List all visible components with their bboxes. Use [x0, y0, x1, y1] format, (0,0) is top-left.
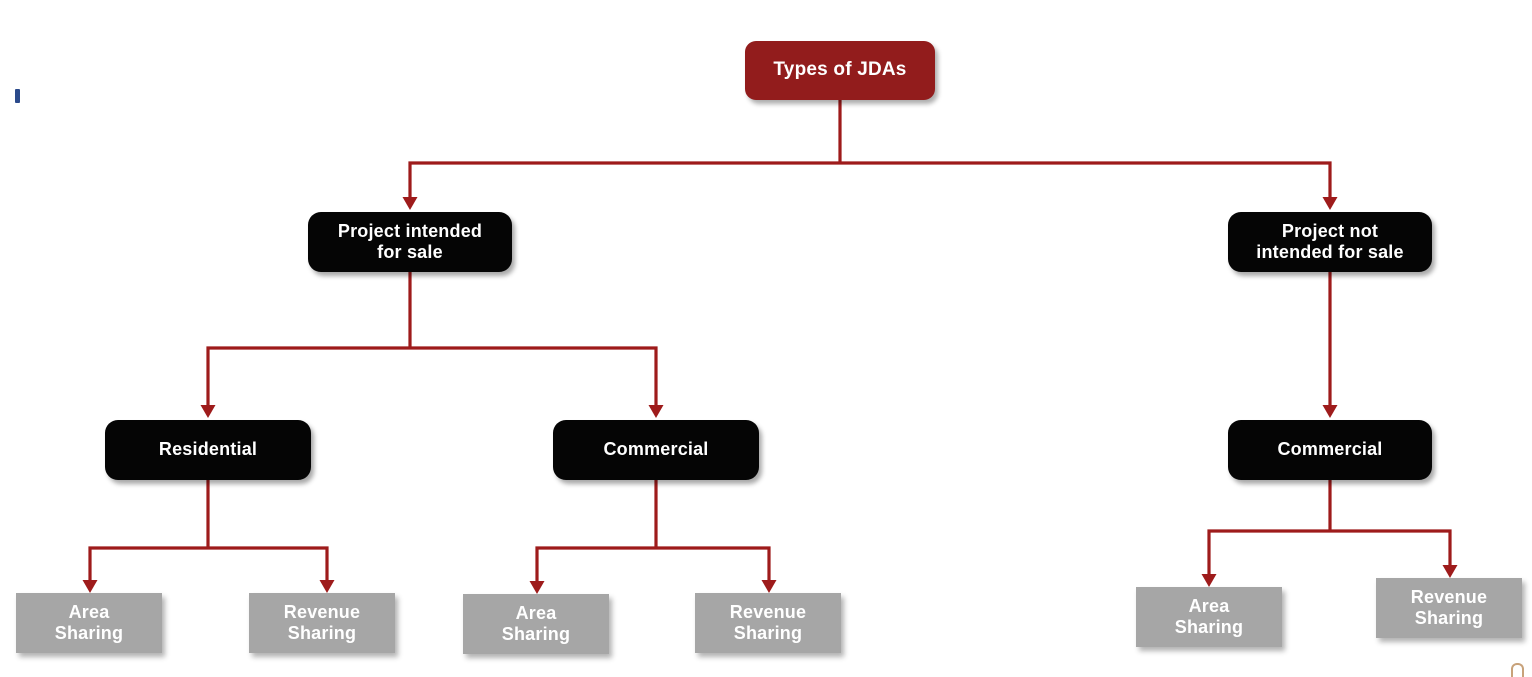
node-commercial-not-sale[interactable]: Commercial: [1228, 420, 1432, 480]
bottom-right-corner-marker-icon: [1511, 663, 1524, 677]
node-residential-revenue-sharing[interactable]: Revenue Sharing: [249, 593, 395, 653]
node-commercial-sale-area-sharing[interactable]: Area Sharing: [463, 594, 609, 654]
connector-root-split: [408, 98, 1332, 199]
node-residential[interactable]: Residential: [105, 420, 311, 480]
arrowhead-to-commercial-sale: [648, 405, 664, 418]
arrowhead-to-commercial-not-sale-revenue: [1442, 565, 1458, 578]
arrowhead-to-residential: [200, 405, 216, 418]
node-commercial-sale-revenue-sharing[interactable]: Revenue Sharing: [695, 593, 841, 653]
arrowhead-to-commercial-not-sale-area: [1201, 574, 1217, 587]
node-not-intended-for-sale[interactable]: Project not intended for sale: [1228, 212, 1432, 272]
arrowhead-to-residential-revenue: [319, 580, 335, 593]
connector-commercial-sale-split: [535, 478, 771, 583]
connector-commercial-not-sale-split: [1207, 478, 1452, 576]
arrowhead-to-commercial-sale-area: [529, 581, 545, 594]
node-commercial-not-sale-area-sharing[interactable]: Area Sharing: [1136, 587, 1282, 647]
node-residential-area-sharing[interactable]: Area Sharing: [16, 593, 162, 653]
node-commercial-not-sale-revenue-sharing[interactable]: Revenue Sharing: [1376, 578, 1522, 638]
arrowhead-to-commercial-sale-revenue: [761, 580, 777, 593]
left-edge-marker-icon: [15, 89, 20, 103]
arrowhead-to-commercial-not-sale: [1322, 405, 1338, 418]
node-root[interactable]: Types of JDAs: [745, 41, 935, 100]
node-commercial-sale[interactable]: Commercial: [553, 420, 759, 480]
arrowhead-to-not-intended-for-sale: [1322, 197, 1338, 210]
arrowhead-to-residential-area: [82, 580, 98, 593]
connector-sale-split: [206, 270, 658, 407]
arrowhead-to-intended-for-sale: [402, 197, 418, 210]
connector-residential-split: [88, 478, 329, 582]
node-intended-for-sale[interactable]: Project intended for sale: [308, 212, 512, 272]
